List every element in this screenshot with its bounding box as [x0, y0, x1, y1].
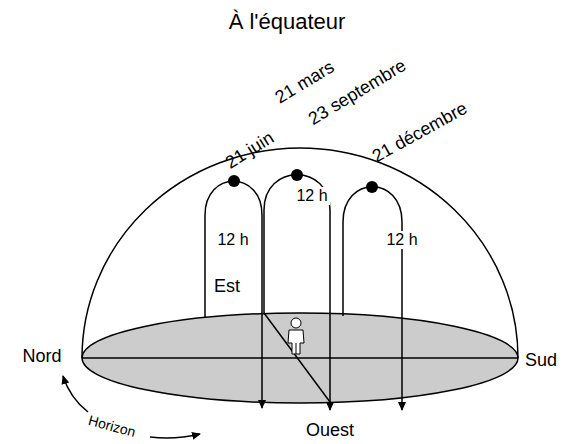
direction-label: Nord [22, 347, 61, 365]
direction-label: Est [214, 277, 240, 295]
direction-label: Ouest [306, 421, 354, 439]
diagram-title: À l'équateur [229, 11, 346, 33]
horizon-label: Horizon [87, 413, 137, 439]
observer-figure [288, 318, 304, 354]
sky-dome [82, 148, 518, 358]
horizon-arrow [63, 376, 88, 412]
duration-label: 12 h [294, 187, 329, 205]
duration-label: 12 h [384, 231, 419, 249]
horizon-disc [82, 313, 518, 403]
sun-path [205, 181, 262, 408]
sun-path [264, 175, 330, 410]
direction-label: Sud [525, 351, 557, 369]
north-south-line [82, 357, 518, 359]
horizon-arrow [150, 434, 200, 438]
sun-dot [366, 181, 378, 193]
sun-dot [291, 169, 303, 181]
duration-label: 12 h [215, 231, 250, 249]
date-label: 21 décembre [370, 99, 471, 166]
east-west-line [264, 313, 330, 402]
sun-dot [228, 175, 240, 187]
sun-path [343, 187, 402, 410]
